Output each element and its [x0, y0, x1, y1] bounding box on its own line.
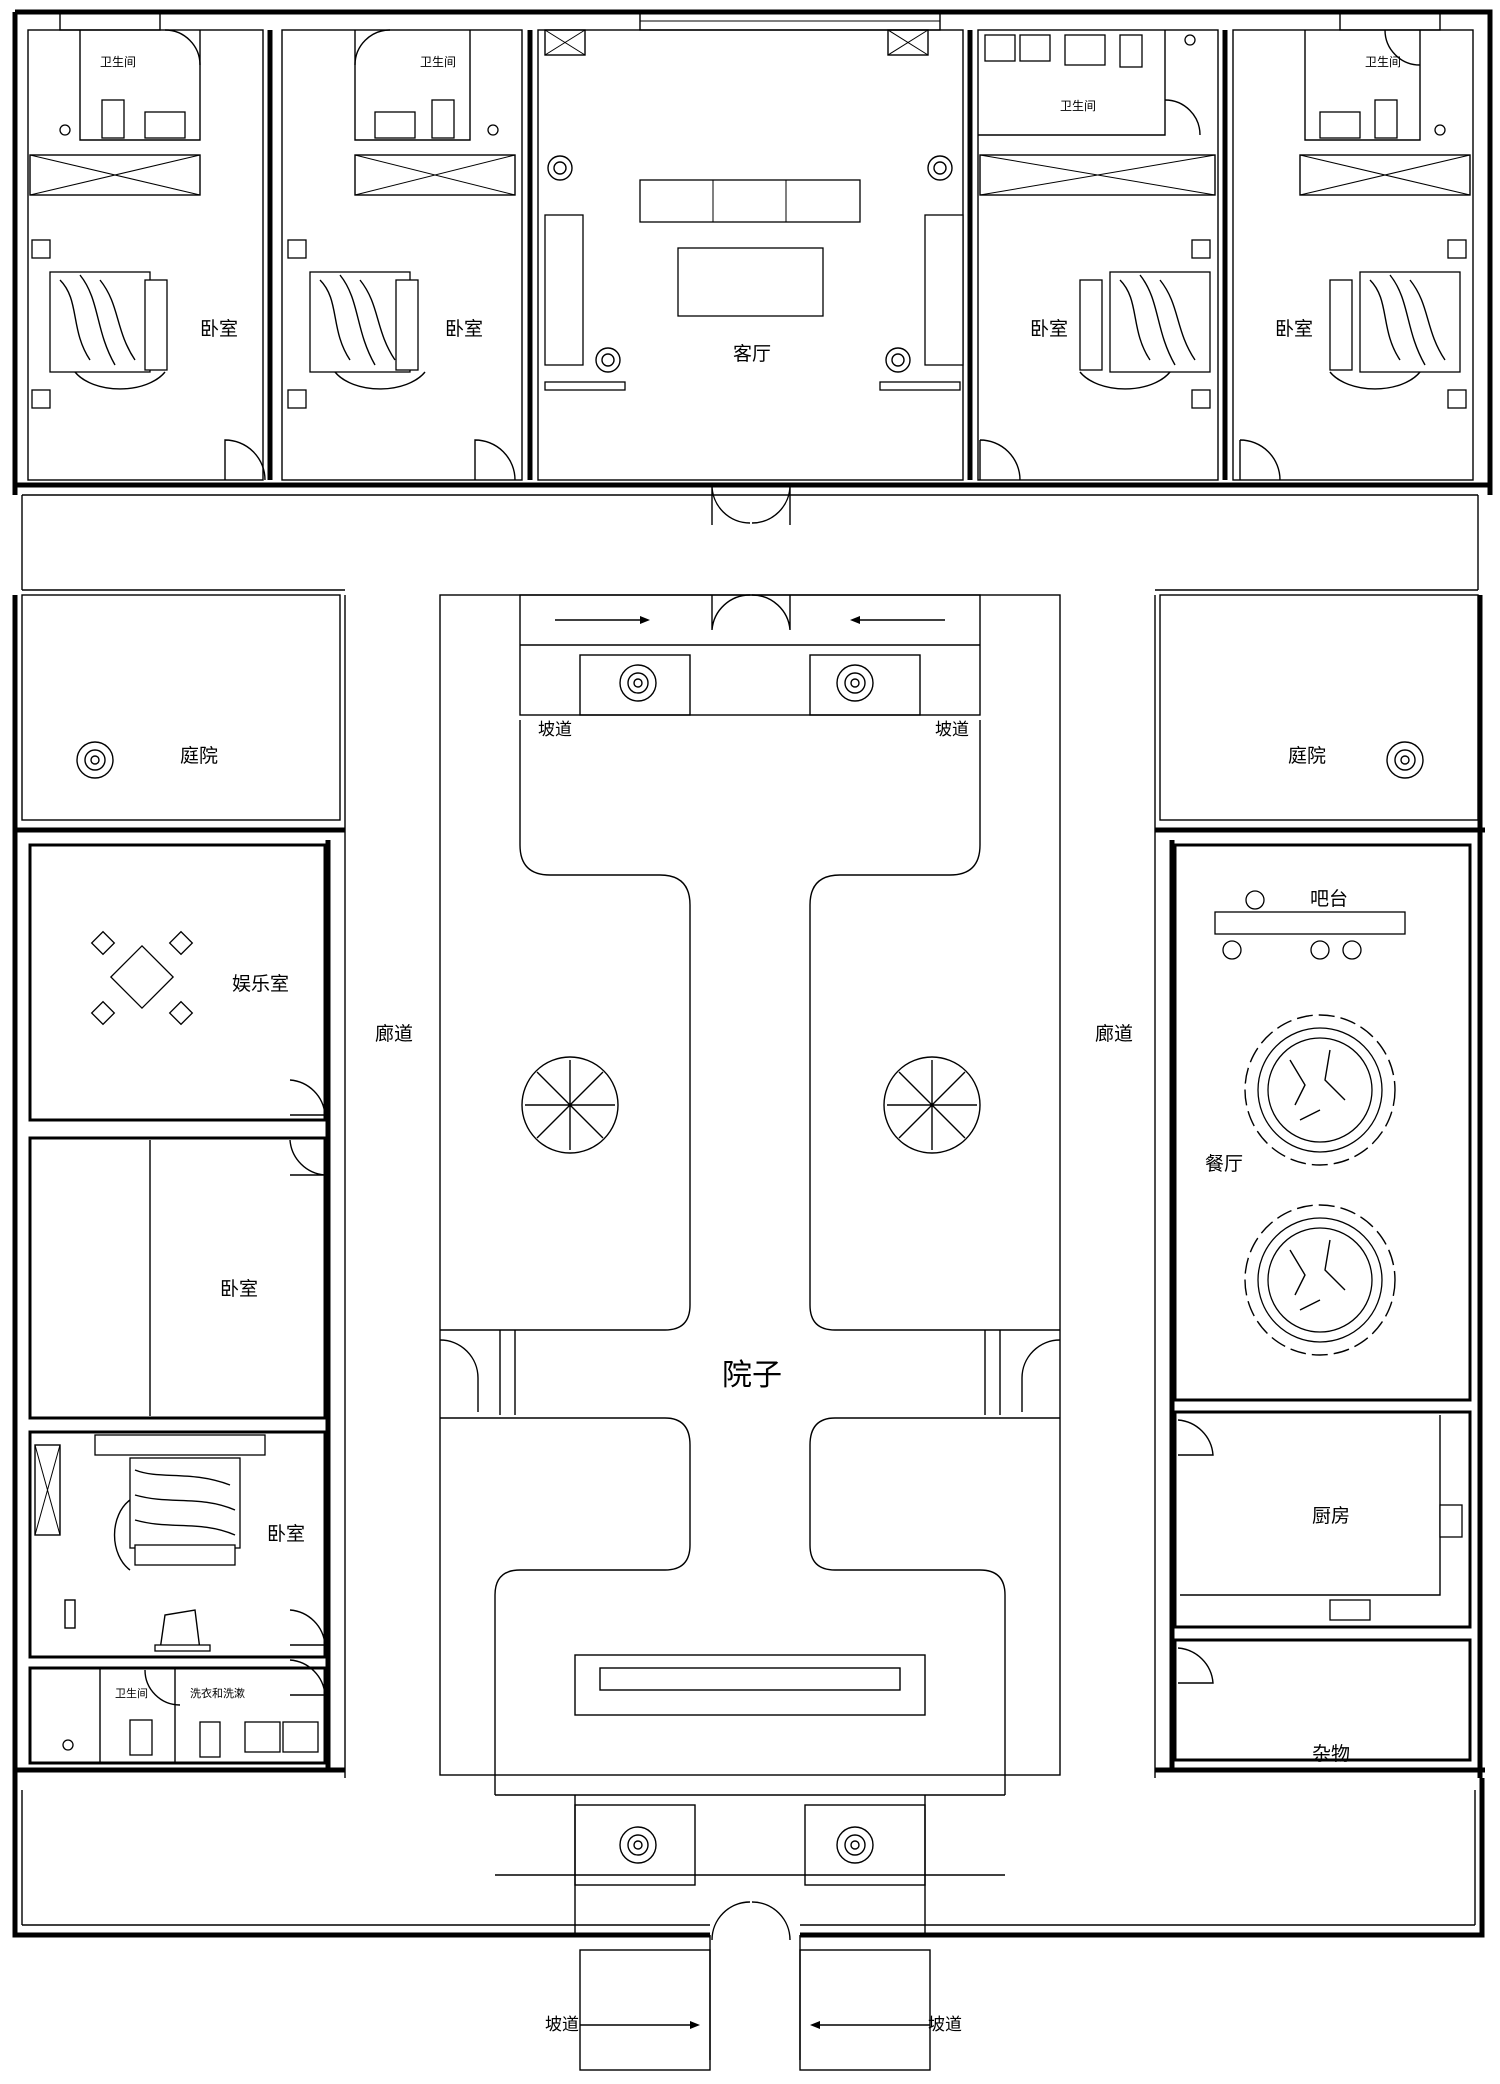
- room-label: 卧室: [445, 318, 483, 340]
- central-yard: 坡道 坡道 院子: [439, 594, 1061, 1795]
- toilet-icon: [1374, 99, 1398, 139]
- mahjong-table-icon: [90, 930, 194, 1026]
- door-swing-icon: [164, 29, 201, 66]
- outer-walls: [12, 9, 1493, 1938]
- room-label: 卫生间: [1365, 55, 1401, 69]
- ramp-label: 坡道: [935, 720, 969, 739]
- sink-icon: [1439, 1504, 1463, 1538]
- sink-icon: [244, 1721, 281, 1753]
- corridor-label: 廊道: [375, 1023, 413, 1045]
- shrub-icon: [619, 1826, 874, 1864]
- tree-icon: [521, 1056, 981, 1154]
- door-swing-icon: [711, 484, 791, 525]
- ramp-label: 坡道: [545, 2015, 579, 2034]
- ramp-label: 坡道: [928, 2015, 962, 2034]
- sofa-icon: [544, 179, 964, 391]
- room-label: 卫生间: [1060, 99, 1096, 113]
- top-row: 卫生间 卫生间 卫生间 卫生间: [27, 11, 1474, 525]
- room-label: 卫生间: [115, 1686, 148, 1700]
- door-swing-icon: [1164, 99, 1201, 136]
- sink-icon: [144, 111, 186, 139]
- room-label: 卧室: [1030, 318, 1068, 340]
- room-label: 厨房: [1312, 1505, 1350, 1527]
- room-label: 庭院: [1288, 745, 1326, 767]
- door-swing-icon: [1177, 1419, 1214, 1456]
- shrub-icon: [619, 664, 874, 702]
- toilet-icon: [101, 99, 125, 139]
- room-label: 洗衣和洗漱: [190, 1686, 245, 1700]
- door-swing-icon: [711, 594, 791, 631]
- bath-top-1: 卫生间: [59, 29, 201, 141]
- door-swing-icon: [289, 1609, 326, 1646]
- right-wing: 吧台 餐厅 厨房 杂物 廊道: [1095, 595, 1485, 1778]
- toilet-icon: [129, 1719, 153, 1756]
- room-label: 庭院: [180, 745, 218, 767]
- bed-icon: [287, 239, 426, 409]
- ramp-label: 坡道: [538, 720, 572, 739]
- door-swing-icon: [711, 1901, 791, 1941]
- bath-top-3: 卫生间: [978, 30, 1201, 136]
- bed-icon: [31, 239, 168, 409]
- bed-icon: [1329, 239, 1467, 409]
- shrub-icon: [547, 155, 953, 373]
- door-swing-icon: [354, 29, 391, 66]
- side-courtyards: 庭院 庭院: [21, 594, 1479, 821]
- corridor-label: 廊道: [1095, 1023, 1133, 1045]
- room-label: 娱乐室: [232, 973, 289, 995]
- bath-top-2: 卫生间: [354, 29, 499, 141]
- room-label: 卧室: [267, 1523, 305, 1545]
- toilet-icon: [1119, 34, 1143, 68]
- door-swing-icon: [289, 1659, 326, 1696]
- door-swing-icon: [1177, 1647, 1214, 1684]
- entrance: 坡道 坡道: [495, 1794, 1005, 2071]
- room-label: 吧台: [1310, 888, 1348, 910]
- door-swing-icon: [1384, 29, 1421, 66]
- room-label: 卧室: [1275, 318, 1313, 340]
- door-swing-icon: [439, 1339, 479, 1412]
- room-label: 杂物: [1312, 1743, 1350, 1765]
- room-label: 卫生间: [100, 55, 136, 69]
- sink-icon: [374, 111, 416, 139]
- room-label: 餐厅: [1205, 1153, 1243, 1175]
- door-swing-icon: [289, 1139, 326, 1176]
- room-label: 卫生间: [420, 55, 456, 69]
- bath-top-4: 卫生间: [1304, 29, 1446, 141]
- bed-icon: [1079, 239, 1211, 409]
- arrow-icon: [580, 2021, 930, 2029]
- sink-icon: [984, 34, 1016, 62]
- bed-icon: [94, 1434, 266, 1571]
- toilet-icon: [431, 99, 455, 139]
- arrow-icon: [555, 616, 945, 624]
- room-label: 卧室: [220, 1278, 258, 1300]
- room-label: 院子: [722, 1359, 782, 1392]
- door-swing-icon: [1021, 1339, 1061, 1412]
- left-wing: 娱乐室 卧室 卧室 卫生间: [15, 595, 413, 1778]
- shrub-icon: [76, 741, 1424, 779]
- room-label: 卧室: [200, 318, 238, 340]
- round-dining-table-icon: [1244, 1014, 1396, 1166]
- door-swing-icon: [289, 1079, 326, 1116]
- door-swing-icon: [144, 1669, 181, 1706]
- sink-icon: [1319, 111, 1361, 139]
- room-label: 客厅: [733, 343, 771, 365]
- round-dining-table-icon: [1244, 1204, 1396, 1356]
